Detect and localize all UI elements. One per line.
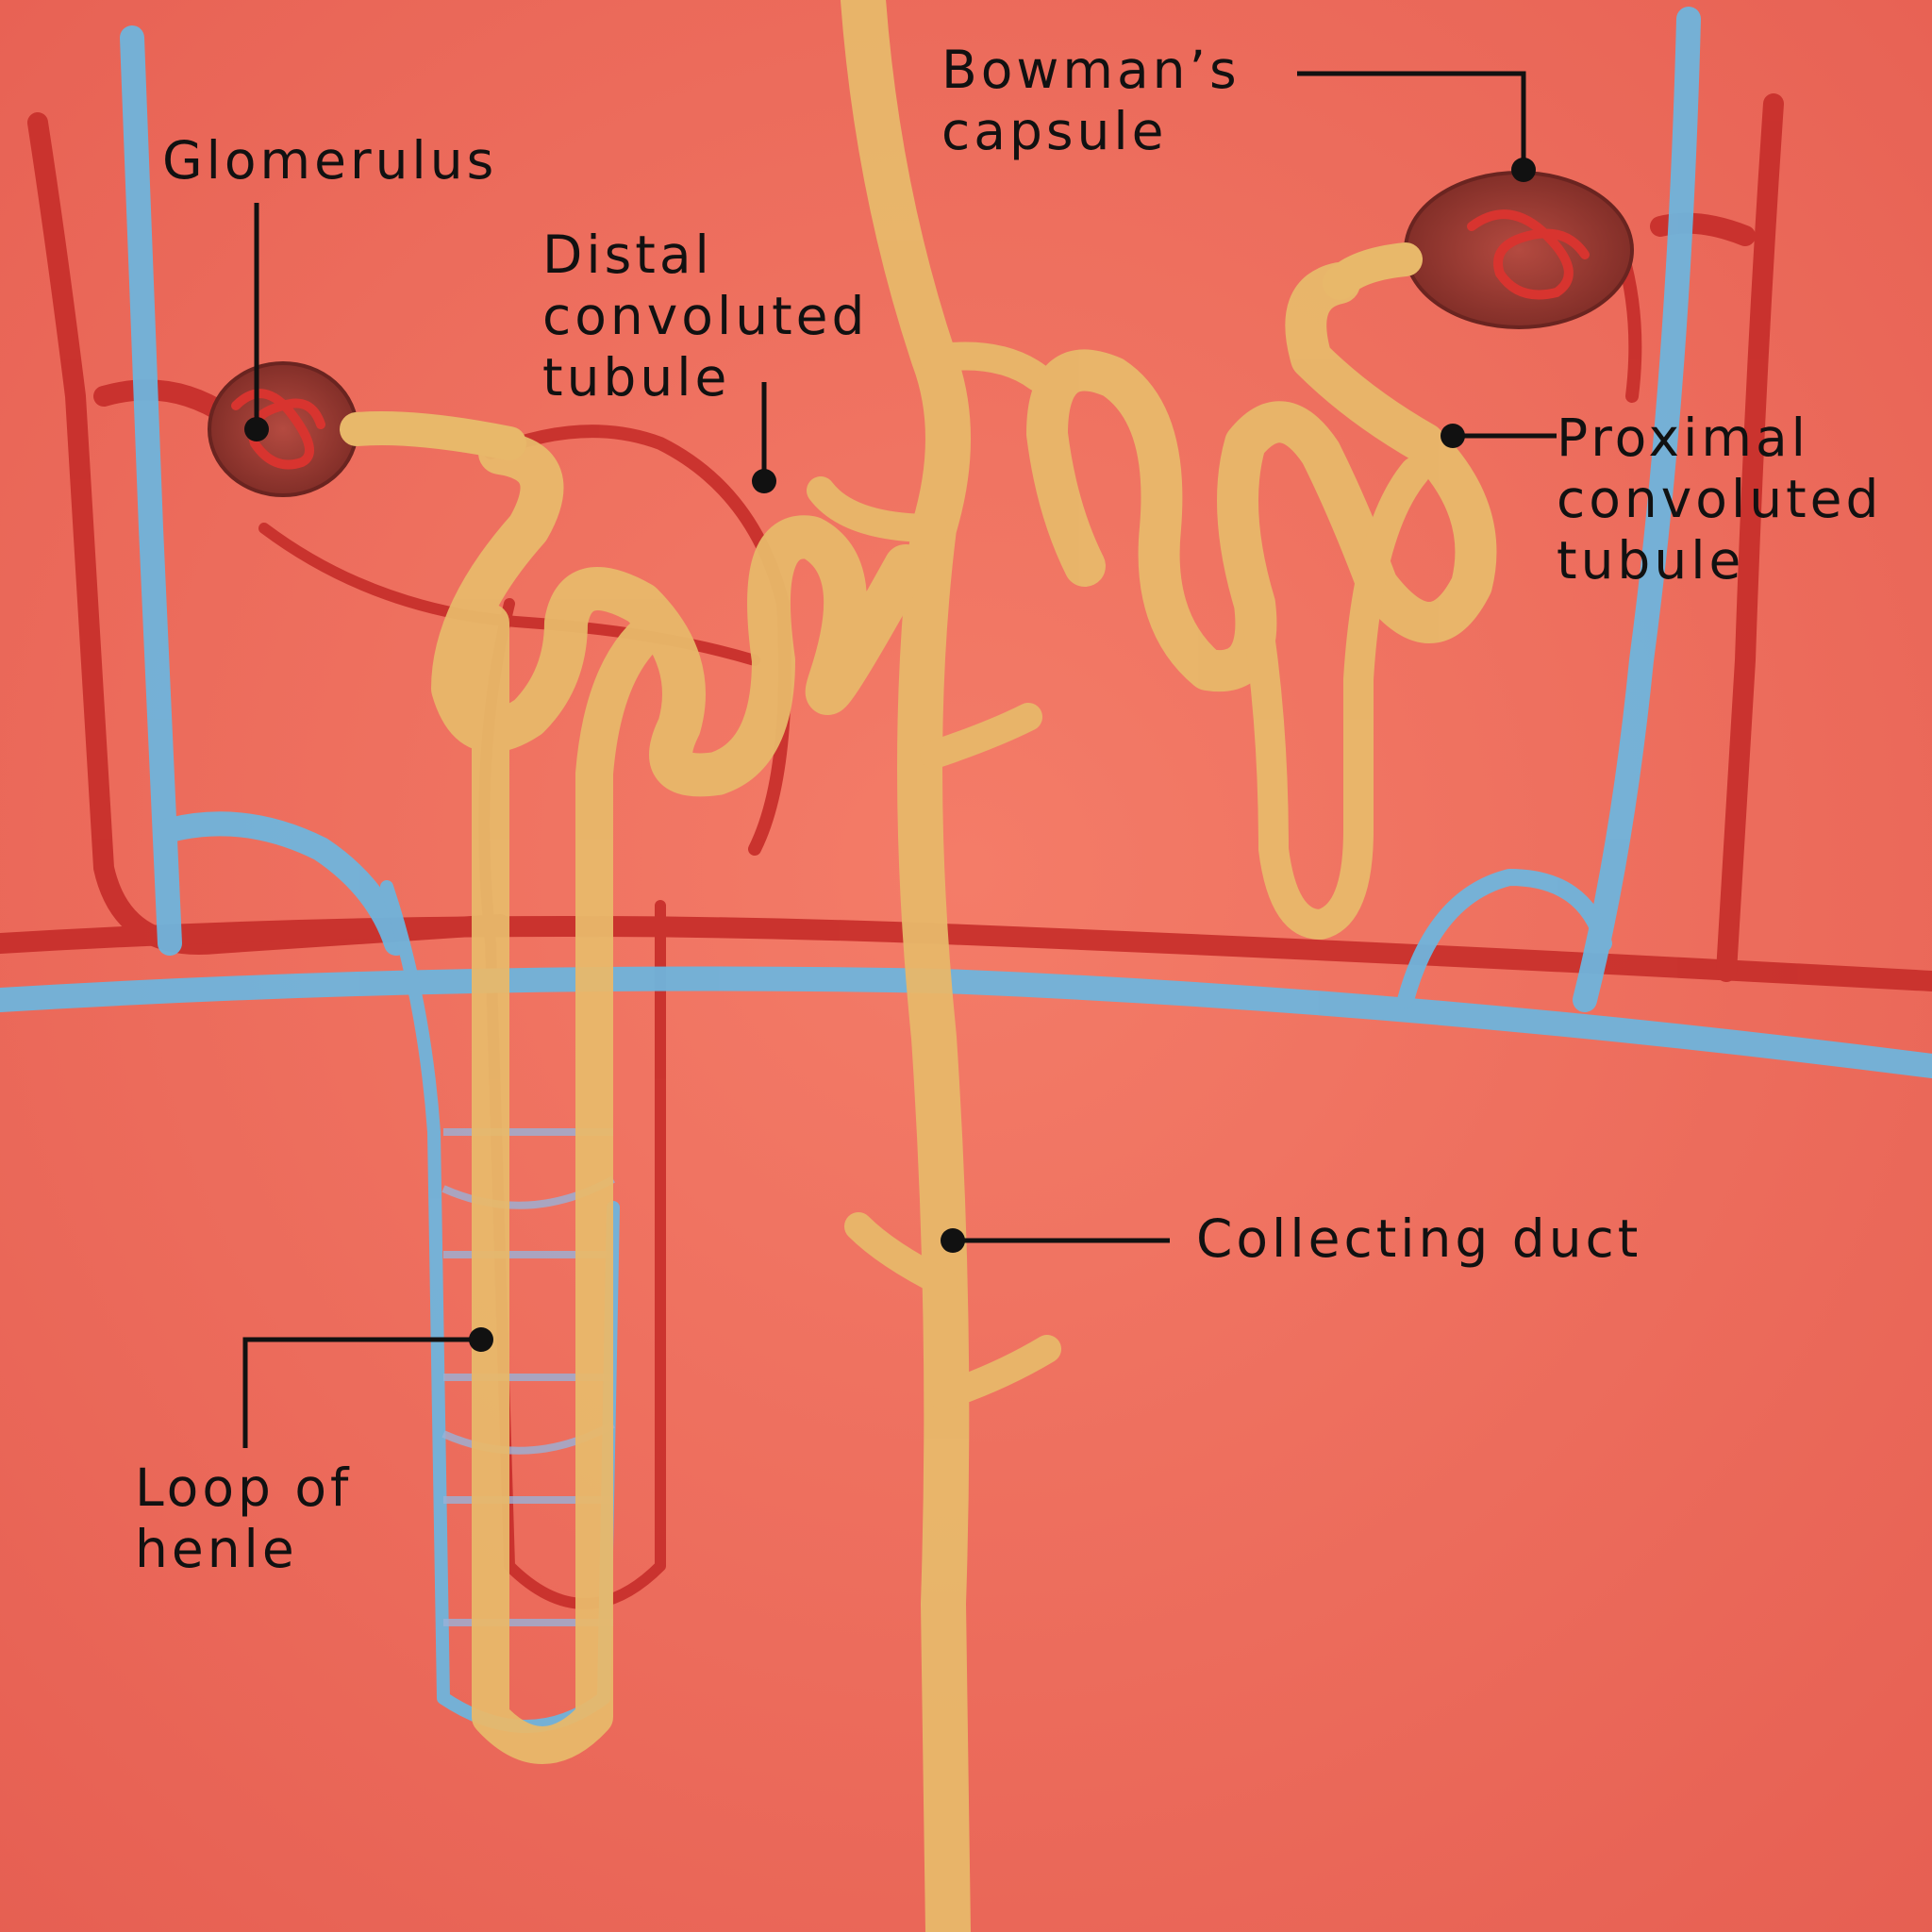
label-bowman-line-1: Bowman’s bbox=[941, 40, 1241, 100]
proximal-convoluted-tubule bbox=[1026, 262, 1497, 692]
label-proximal-line-1: Proximal bbox=[1557, 408, 1809, 468]
label-collecting-duct: Collecting duct bbox=[1196, 1208, 1641, 1270]
leader-henle bbox=[242, 1337, 481, 1448]
left-vein-branch bbox=[158, 811, 408, 956]
label-proximal-convoluted-tubule: Proximal convoluted tubule bbox=[1557, 408, 1882, 591]
left-vein bbox=[120, 25, 182, 956]
loop-of-henle bbox=[472, 604, 679, 1764]
tubules bbox=[431, 0, 1497, 1932]
label-proximal-line-2: convoluted bbox=[1557, 469, 1883, 529]
label-proximal-line-3: tubule bbox=[1557, 530, 1745, 591]
leader-bowman bbox=[1297, 71, 1526, 170]
glomerulus-capillary-tuft-left bbox=[231, 389, 325, 470]
collecting-duct bbox=[841, 0, 971, 1932]
label-distal-line-2: convoluted bbox=[542, 286, 869, 346]
label-henle-line-2: henle bbox=[135, 1519, 298, 1579]
right-artery bbox=[1716, 93, 1784, 982]
label-bowmans-capsule: Bowman’s capsule bbox=[941, 40, 1241, 162]
label-bowman-line-2: capsule bbox=[941, 101, 1168, 161]
label-henle-line-1: Loop of bbox=[135, 1457, 353, 1518]
interlobular-vein-left bbox=[380, 880, 620, 1733]
loop-of-henle-right bbox=[1240, 457, 1430, 940]
label-collecting-line-1: Collecting duct bbox=[1196, 1208, 1642, 1269]
right-vein bbox=[1573, 7, 1701, 1012]
leader-dots bbox=[244, 158, 1536, 1352]
label-distal-line-3: tubule bbox=[542, 347, 731, 408]
dot-henle bbox=[469, 1327, 493, 1352]
right-vein-branch bbox=[1397, 869, 1612, 1008]
label-glomerulus: Glomerulus bbox=[162, 130, 497, 192]
dot-bowman bbox=[1511, 158, 1536, 182]
dot-collecting bbox=[941, 1228, 965, 1253]
label-glomerulus-line-1: Glomerulus bbox=[162, 130, 498, 191]
collecting-duct-branches bbox=[807, 341, 1061, 1410]
afferent-artery-right bbox=[1650, 212, 1756, 246]
efferent-loop-left bbox=[484, 425, 791, 856]
bowmans-capsule-left bbox=[208, 361, 526, 497]
dot-distal bbox=[752, 469, 776, 493]
dot-glomerulus bbox=[244, 417, 269, 441]
dot-proximal bbox=[1441, 424, 1465, 448]
glomerulus-capillary-tuft-right bbox=[1467, 209, 1590, 300]
label-distal-line-1: Distal bbox=[542, 225, 713, 285]
leader-lines bbox=[242, 71, 1557, 1448]
distal-convoluted-tubule bbox=[431, 431, 927, 797]
label-loop-of-henle: Loop of henle bbox=[135, 1457, 352, 1580]
bowmans-capsule-right bbox=[1323, 171, 1634, 329]
label-distal-convoluted-tubule: Distal convoluted tubule bbox=[542, 225, 868, 408]
